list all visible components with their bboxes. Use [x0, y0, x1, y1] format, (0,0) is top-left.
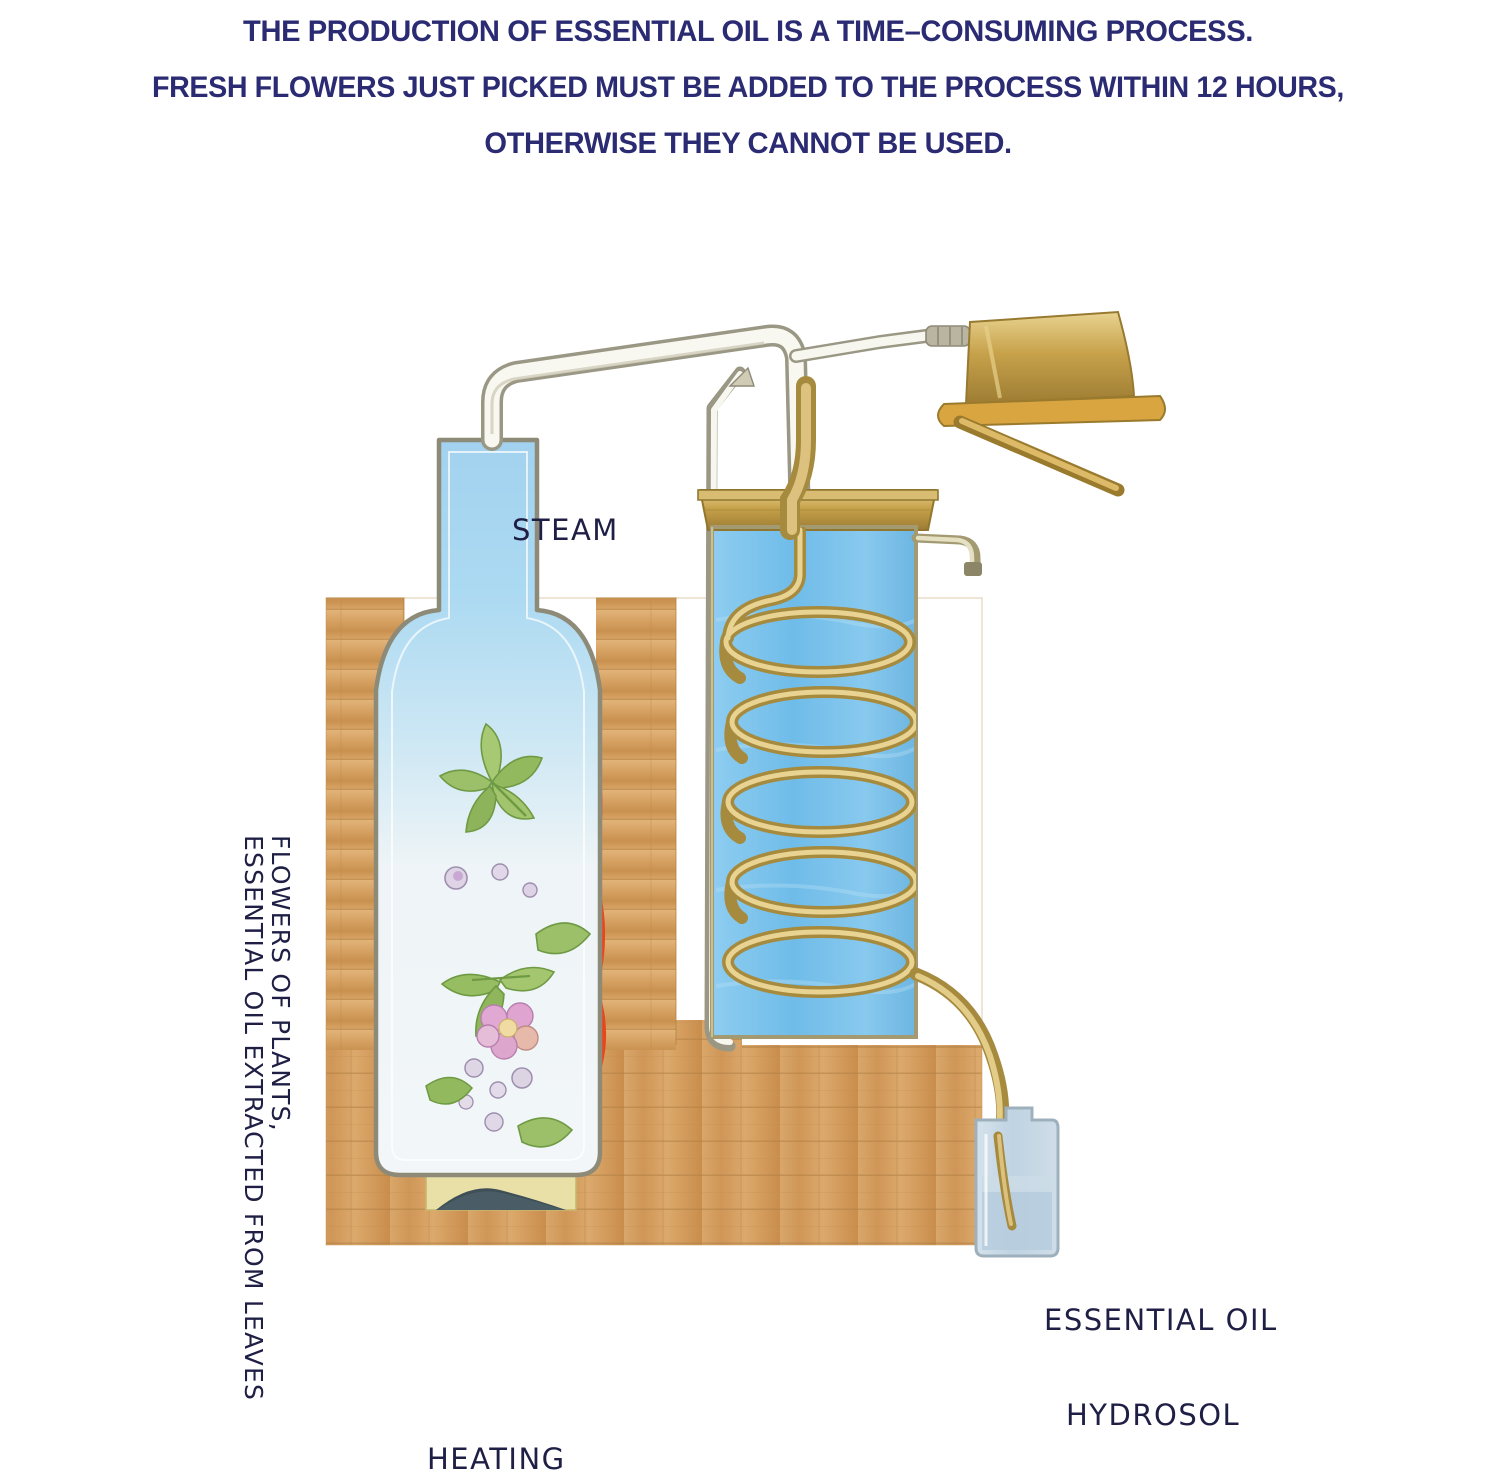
- caption-line-2: FRESH FLOWERS JUST PICKED MUST BE ADDED …: [152, 71, 1344, 104]
- label-essential-oil: ESSENTIAL OIL: [1044, 1303, 1278, 1337]
- condenser-tank: [697, 376, 1010, 1143]
- outlet-tube: [909, 967, 1010, 1143]
- plant-material: [425, 722, 592, 1148]
- header-caption: THE PRODUCTION OF ESSENTIAL OIL IS A TIM…: [0, 0, 1496, 172]
- distillation-illustration: [325, 310, 1166, 1258]
- collection-jar: [974, 1106, 1060, 1258]
- label-flowers-of-plants: FLOWERS OF PLANTS,: [266, 835, 295, 1132]
- label-hydrosol: HYDROSOL: [1066, 1398, 1241, 1432]
- overflow-spout: [911, 533, 982, 576]
- caption-line-3: OTHERWISE THEY CANNOT BE USED.: [484, 127, 1012, 160]
- distillation-diagram: STEAM HEATING ESSENTIAL OIL HYDROSOL FLO…: [0, 190, 1496, 1476]
- label-essential-oil-extracted: ESSENTIAL OIL EXTRACTED FROM LEAVES: [239, 835, 268, 1402]
- valve-cap: [937, 310, 1166, 497]
- label-heating: HEATING: [427, 1442, 566, 1476]
- caption-line-1: THE PRODUCTION OF ESSENTIAL OIL IS A TIM…: [243, 15, 1253, 48]
- label-steam: STEAM: [512, 513, 619, 547]
- distillation-flask: [373, 437, 603, 1178]
